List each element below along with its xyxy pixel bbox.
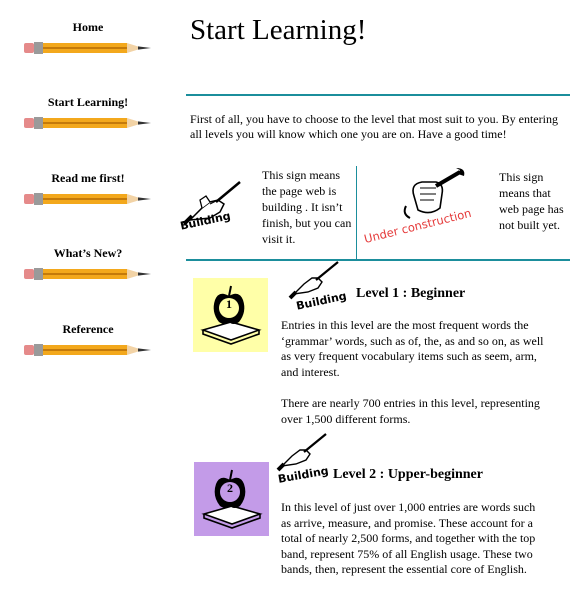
nav-item-reference[interactable]: Reference <box>18 322 158 357</box>
legend-bottom-divider <box>186 259 570 261</box>
nav-item-start-learning[interactable]: Start Learning! <box>18 95 158 130</box>
nav-item-read-me-first[interactable]: Read me first! <box>18 171 158 206</box>
construction-sign-description: This sign means that web page has not bu… <box>499 170 564 232</box>
level-2-number: 2 <box>227 481 233 495</box>
intro-text: First of all, you have to choose to the … <box>190 112 558 141</box>
top-divider <box>186 94 570 96</box>
hand-writing-icon <box>182 181 241 226</box>
hand-writing-icon <box>276 433 327 472</box>
legend-divider <box>356 166 357 259</box>
page-title: Start Learning! <box>190 14 367 46</box>
level-2-heading[interactable]: Level 2 : Upper-beginner <box>333 467 483 482</box>
level-1-number: 1 <box>226 297 232 311</box>
pencil-icon <box>24 117 151 129</box>
level-1-heading[interactable]: Level 1 : Beginner <box>356 286 466 301</box>
nav-link-start-learning[interactable]: Start Learning! <box>47 95 129 109</box>
building-sign-description: This sign means the page web is building… <box>262 168 352 246</box>
level-1-icon-tile[interactable]: 1 <box>193 278 268 352</box>
level-2-description: In this level of just over 1,000 entries… <box>281 500 546 578</box>
pencil-icon <box>24 42 151 54</box>
fist-wrench-icon <box>403 168 465 219</box>
pencil-icon <box>24 193 151 205</box>
hand-writing-icon <box>288 261 339 300</box>
level-1-paragraph: There are nearly 700 entries in this lev… <box>281 396 540 426</box>
apple-on-book-icon <box>200 285 262 345</box>
nav-link-reference[interactable]: Reference <box>62 322 114 336</box>
apple-on-book-icon <box>201 469 263 529</box>
nav-link-read-me-first[interactable]: Read me first! <box>51 171 125 185</box>
nav-item-whats-new[interactable]: What’s New? <box>18 246 158 281</box>
level-1-description: Entries in this level are the most frequ… <box>281 318 556 427</box>
pencil-icon <box>24 344 151 356</box>
nav-link-whats-new[interactable]: What’s New? <box>53 246 123 260</box>
nav-item-home[interactable]: Home <box>18 20 158 55</box>
level-1-paragraph: Entries in this level are the most frequ… <box>281 318 544 379</box>
level-2-paragraph: In this level of just over 1,000 entries… <box>281 500 536 576</box>
level-2-icon-tile[interactable]: 2 <box>194 462 269 536</box>
nav-link-home[interactable]: Home <box>72 20 104 34</box>
pencil-icon <box>24 268 151 280</box>
